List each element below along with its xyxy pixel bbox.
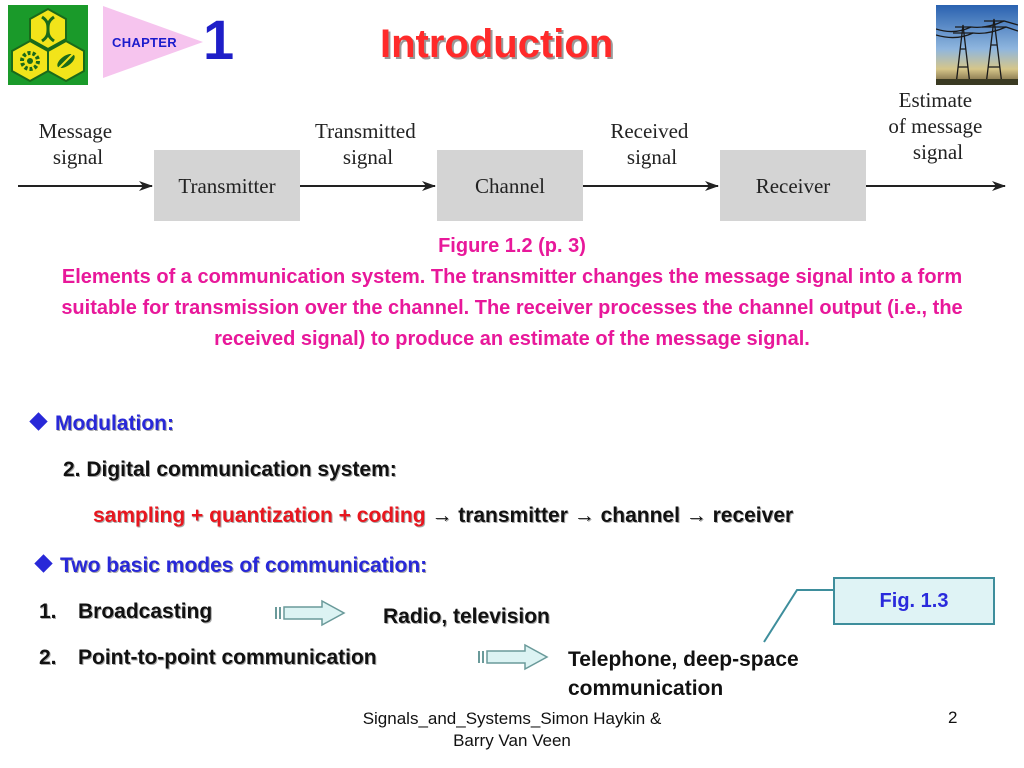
receiver-label: Receiver xyxy=(756,174,831,198)
university-logo-icon xyxy=(8,5,88,85)
chapter-tab xyxy=(103,6,203,78)
page-title: Introduction xyxy=(380,22,614,66)
page-number: 2 xyxy=(948,708,958,727)
receiver-block xyxy=(720,150,866,221)
figure-reference-box: Fig. 1.3 xyxy=(833,577,995,625)
modulation-heading: Modulation: xyxy=(29,412,174,436)
modes-heading: Two basic modes of communication: xyxy=(34,554,427,578)
broadcasting-example: Radio, television xyxy=(383,605,550,628)
channel-block xyxy=(437,150,583,221)
callout-pointer xyxy=(763,589,835,643)
mode-number-2: 2. xyxy=(39,646,57,669)
diamond-bullet-icon xyxy=(34,554,53,573)
chain-rest: → transmitter → channel → receiver xyxy=(425,504,794,527)
transmitter-block xyxy=(154,150,300,221)
channel-label: Channel xyxy=(475,174,545,198)
transmitted-signal-label: Transmitted signal xyxy=(315,119,421,169)
point-to-point-example: Telephone, deep-space communication xyxy=(568,648,799,700)
input-label: Message signal xyxy=(39,119,118,169)
chapter-label: CHAPTER xyxy=(112,35,177,50)
digital-chain: sampling + quantization + coding → trans… xyxy=(93,504,793,528)
mode-label-broadcasting: Broadcasting xyxy=(78,600,213,623)
digital-system-item: 2. Digital communication system: xyxy=(63,458,397,481)
transmitter-label: Transmitter xyxy=(178,174,275,198)
mode-number-1: 1. xyxy=(39,600,57,623)
chapter-number: 1 xyxy=(203,8,235,71)
figure-caption: Figure 1.2 (p. 3) Elements of a communic… xyxy=(25,231,999,355)
block-arrow-icon xyxy=(275,599,346,627)
estimate-label: Estimate of message signal xyxy=(888,88,987,164)
footer-source: Signals_and_Systems_Simon Haykin & Barry… xyxy=(362,709,662,750)
figure-number: Figure 1.2 (p. 3) xyxy=(438,235,586,257)
block-arrow-icon xyxy=(478,643,549,671)
power-lines-photo xyxy=(936,5,1018,85)
mode-label-point-to-point: Point-to-point communication xyxy=(78,646,377,669)
diamond-bullet-icon xyxy=(29,412,48,431)
caption-text: Elements of a communication system. The … xyxy=(61,266,963,350)
communication-system-diagram: Message signal Transmitter Transmitted s… xyxy=(18,88,1006,221)
chain-source-steps: sampling + quantization + coding xyxy=(93,504,426,527)
received-signal-label: Received signal xyxy=(610,119,693,169)
